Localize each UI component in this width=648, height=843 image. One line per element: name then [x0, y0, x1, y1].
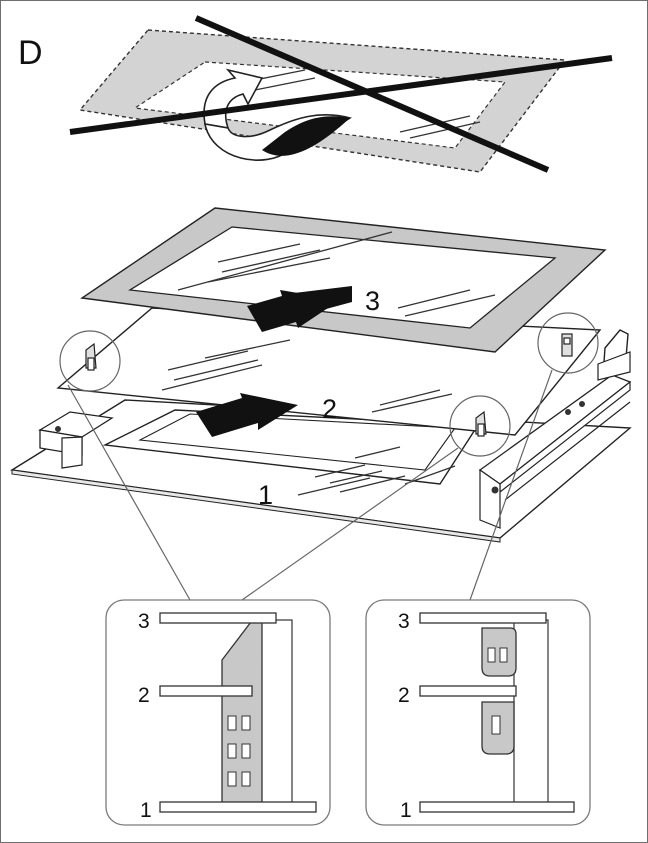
detail-left-glass-2: [159, 685, 253, 697]
part-label-1: 1: [258, 480, 273, 510]
detail-right-glass-1: [419, 801, 575, 813]
detail-right-label-2: 2: [398, 684, 410, 707]
base-plate-edge: [11, 469, 501, 543]
detail-right-frame: [365, 599, 591, 826]
detail-left-glass-1: [159, 801, 317, 813]
cross-line-b: [69, 55, 613, 135]
detail-left-frame: [105, 599, 331, 826]
detail-left-label-1: 1: [140, 799, 152, 822]
part-label-3: 3: [365, 286, 380, 316]
arrow-2-icon: [196, 393, 298, 437]
door-base-frame: 1: [9, 329, 632, 543]
detail-right-label-3: 3: [398, 610, 410, 633]
clip-callouts: [59, 312, 599, 601]
leader-line-1: [67, 384, 191, 601]
top-glass-group: 3: [80, 207, 607, 353]
cross-line-a: [194, 15, 550, 173]
incorrect-panel: [69, 15, 613, 173]
glass-pane-3: [128, 226, 557, 329]
detail-right-glass-2: [419, 685, 517, 697]
detail-right-glass-3: [419, 612, 547, 624]
clip-circle-right: [537, 312, 599, 374]
detail-right-label-1: 1: [400, 799, 412, 822]
clip-bracket-right-upper: [481, 627, 517, 677]
clip-circle-center: [449, 395, 511, 457]
leader-line-3: [469, 369, 553, 601]
detail-box-right: 3 2 1: [365, 599, 591, 826]
clip-circle-left: [59, 330, 121, 392]
detail-box-left: 3 2 1: [105, 599, 331, 826]
part-label-2: 2: [322, 394, 337, 424]
section-letter: D: [18, 34, 43, 72]
detail-left-glass-3: [159, 612, 277, 624]
flip-arrow-dark-face: [262, 116, 350, 156]
detail-left-label-2: 2: [138, 684, 150, 707]
leader-line-2: [241, 447, 459, 601]
detail-left-label-3: 3: [138, 610, 150, 633]
